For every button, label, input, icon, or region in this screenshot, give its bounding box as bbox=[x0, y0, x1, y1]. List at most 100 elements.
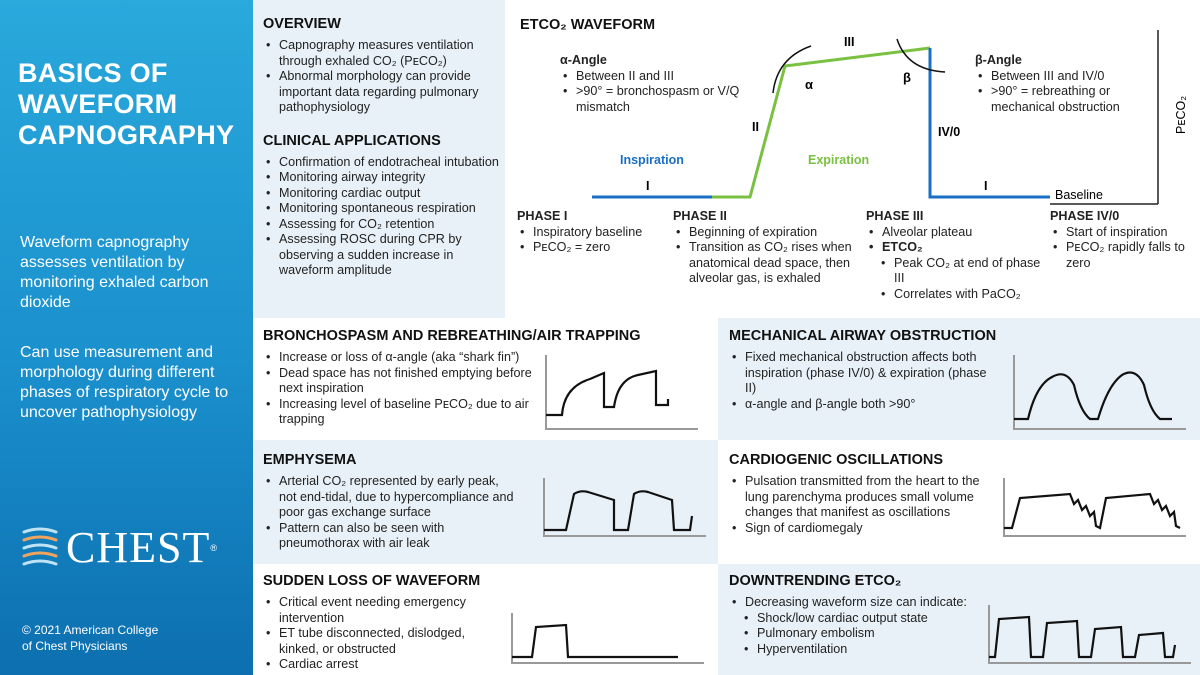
beta-angle-title: β-Angle bbox=[975, 53, 1022, 67]
chest-logo-icon bbox=[22, 527, 58, 565]
list-item: Critical event needing emergency interve… bbox=[263, 595, 493, 626]
list-item: Beginning of expiration bbox=[673, 225, 853, 241]
list-item: Inspiratory baseline bbox=[517, 225, 667, 241]
inspiration-segment bbox=[928, 48, 1050, 199]
mechanical-section: MECHANICAL AIRWAY OBSTRUCTION Fixed mech… bbox=[729, 328, 1189, 412]
etco2-waveform-diagram: Inspiration Expiration I II III IV/0 I α… bbox=[592, 30, 1188, 205]
alpha-angle-note: α-Angle Between II and III >90° = bronch… bbox=[560, 53, 740, 115]
beta-angle-arc bbox=[896, 38, 946, 73]
list-item: Alveolar plateau bbox=[866, 225, 1041, 241]
inspiration-label: Inspiration bbox=[620, 153, 684, 167]
list-item: Abnormal morphology can provide importan… bbox=[263, 69, 503, 116]
list-item: Pulmonary embolism bbox=[729, 626, 989, 642]
downtrend-heading: DOWNTRENDING ETCO₂ bbox=[729, 573, 902, 589]
alpha-angle-title: α-Angle bbox=[560, 53, 607, 67]
list-item: Cardiac arrest bbox=[263, 657, 493, 673]
phase-IV0-description: PHASE IV/0 Start of inspiration PᴇCO₂ ra… bbox=[1050, 209, 1200, 271]
beta-angle-note: β-Angle Between III and IV/0 >90° = rebr… bbox=[975, 53, 1145, 115]
emphysema-waveform bbox=[543, 478, 706, 537]
list-item: Confirmation of endotracheal intubation bbox=[263, 155, 503, 171]
phase-I-right-label: I bbox=[984, 179, 987, 193]
list-item: Hyperventilation bbox=[729, 642, 989, 658]
sidebar-description-2: Can use measurement and morphology durin… bbox=[20, 344, 229, 421]
list-item: Between II and III bbox=[560, 69, 740, 85]
list-item: Pattern can also be seen with pneumothor… bbox=[263, 521, 518, 552]
clinical-heading: CLINICAL APPLICATIONS bbox=[263, 132, 441, 149]
copyright: © 2021 American College of Chest Physici… bbox=[22, 623, 159, 653]
list-item: >90° = bronchospasm or V/Q mismatch bbox=[560, 84, 740, 115]
bronchospasm-section: BRONCHOSPASM AND REBREATHING/AIR TRAPPIN… bbox=[263, 328, 713, 428]
downtrend-waveform bbox=[988, 605, 1191, 664]
list-item: Increase or loss of α-angle (aka “shark … bbox=[263, 350, 533, 366]
expiration-segment bbox=[712, 46, 931, 199]
list-item: Start of inspiration bbox=[1050, 225, 1200, 241]
chest-logo-text: CHEST bbox=[66, 523, 211, 572]
phase-III-description: PHASE III Alveolar plateau ETCO₂ Peak CO… bbox=[866, 209, 1041, 302]
list-item: Sign of cardiomegaly bbox=[729, 521, 994, 537]
sudden-section: SUDDEN LOSS OF WAVEFORM Critical event n… bbox=[263, 573, 713, 673]
overview-list: Capnography measures ventilation through… bbox=[263, 38, 503, 116]
shark-fin-waveform bbox=[545, 355, 698, 430]
list-item: Pulsation transmitted from the heart to … bbox=[729, 474, 994, 521]
list-item: Peak CO₂ at end of phase III bbox=[866, 256, 1041, 287]
etco2-heading: ETCO₂ WAVEFORM bbox=[520, 17, 656, 33]
list-item: PᴇCO₂ = zero bbox=[517, 240, 667, 256]
list-item: Transition as CO₂ rises when anatomical … bbox=[673, 240, 853, 287]
clinical-list: Confirmation of endotracheal intubation … bbox=[263, 155, 503, 279]
phase-II-title: PHASE II bbox=[673, 209, 727, 223]
phase-IV0-label: IV/0 bbox=[938, 125, 960, 139]
list-item: ET tube disconnected, dislodged, kinked,… bbox=[263, 626, 493, 657]
registered-mark: ® bbox=[210, 542, 217, 553]
cardiogenic-waveform bbox=[1003, 478, 1186, 537]
obstruction-waveform bbox=[1013, 355, 1186, 430]
beta-symbol: β bbox=[903, 70, 911, 85]
cardiogenic-section: CARDIOGENIC OSCILLATIONS Pulsation trans… bbox=[729, 452, 1189, 536]
list-item: PᴇCO₂ rapidly falls to zero bbox=[1050, 240, 1200, 271]
list-item: Dead space has not finished emptying bef… bbox=[263, 366, 533, 397]
sidebar-description: Waveform capnography assesses ventilatio… bbox=[20, 234, 209, 311]
overview-section: OVERVIEW Capnography measures ventilatio… bbox=[263, 16, 503, 279]
list-item: Capnography measures ventilation through… bbox=[263, 38, 503, 69]
phase-IV0-title: PHASE IV/0 bbox=[1050, 209, 1120, 223]
list-item: Fixed mechanical obstruction affects bot… bbox=[729, 350, 994, 397]
list-item: Correlates with PaCO₂ bbox=[866, 287, 1041, 303]
sudden-loss-waveform bbox=[511, 613, 704, 664]
list-item: Between III and IV/0 bbox=[975, 69, 1145, 85]
list-item: Assessing ROSC during CPR by observing a… bbox=[263, 232, 503, 279]
etco2-section: ETCO₂ WAVEFORM Inspiration Expiration I … bbox=[505, 0, 1200, 318]
phase-III-label: III bbox=[844, 35, 854, 49]
phase-I-description: PHASE I Inspiratory baseline PᴇCO₂ = zer… bbox=[517, 209, 667, 256]
alpha-angle-arc bbox=[772, 45, 812, 94]
cardiogenic-heading: CARDIOGENIC OSCILLATIONS bbox=[729, 452, 944, 468]
phase-III-title: PHASE III bbox=[866, 209, 924, 223]
alpha-symbol: α bbox=[805, 77, 813, 92]
bronchospasm-heading: BRONCHOSPASM AND REBREATHING/AIR TRAPPIN… bbox=[263, 328, 641, 344]
list-item: >90° = rebreathing or mechanical obstruc… bbox=[975, 84, 1145, 115]
chest-logo: CHEST® bbox=[20, 522, 217, 573]
phase-I-left-label: I bbox=[646, 179, 649, 193]
list-item: Shock/low cardiac output state bbox=[729, 611, 989, 627]
sudden-heading: SUDDEN LOSS OF WAVEFORM bbox=[263, 573, 481, 589]
emphysema-section: EMPHYSEMA Arterial CO₂ represented by ea… bbox=[263, 452, 713, 552]
page-title: BASICS OF WAVEFORM CAPNOGRAPHY bbox=[18, 58, 235, 150]
y-axis-label: PᴇCO₂ bbox=[1174, 96, 1188, 134]
list-item: Monitoring airway integrity bbox=[263, 170, 503, 186]
list-item: α-angle and β-angle both >90° bbox=[729, 397, 994, 413]
list-item: ETCO₂ bbox=[866, 240, 1041, 256]
baseline-label: Baseline bbox=[1055, 188, 1103, 202]
overview-heading: OVERVIEW bbox=[263, 16, 341, 32]
expiration-label: Expiration bbox=[808, 153, 869, 167]
sidebar: BASICS OF WAVEFORM CAPNOGRAPHY Waveform … bbox=[0, 0, 253, 675]
emphysema-heading: EMPHYSEMA bbox=[263, 452, 357, 468]
list-item: Monitoring spontaneous respiration bbox=[263, 201, 503, 217]
list-item: Assessing for CO₂ retention bbox=[263, 217, 503, 233]
phase-II-description: PHASE II Beginning of expiration Transit… bbox=[673, 209, 853, 287]
phase-II-label: II bbox=[752, 120, 759, 134]
mechanical-heading: MECHANICAL AIRWAY OBSTRUCTION bbox=[729, 328, 997, 344]
list-item: Decreasing waveform size can indicate: bbox=[729, 595, 989, 611]
downtrend-section: DOWNTRENDING ETCO₂ Decreasing waveform s… bbox=[729, 573, 1189, 657]
list-item: Arterial CO₂ represented by early peak, … bbox=[263, 474, 518, 521]
list-item: Monitoring cardiac output bbox=[263, 186, 503, 202]
phase-I-title: PHASE I bbox=[517, 209, 568, 223]
list-item: Increasing level of baseline PᴇCO₂ due t… bbox=[263, 397, 533, 428]
